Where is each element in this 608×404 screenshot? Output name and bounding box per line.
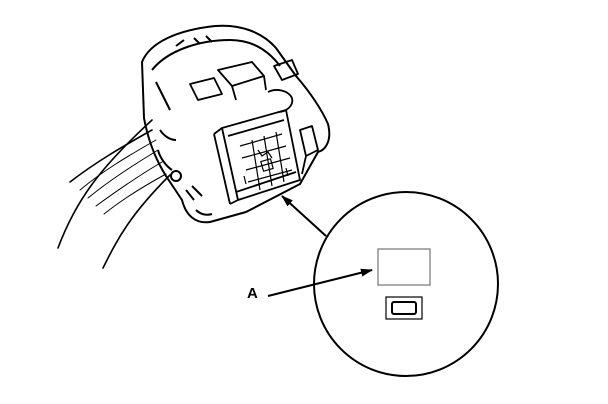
connector-lock-tab (189, 59, 299, 113)
detail-circle (313, 191, 499, 377)
connector-housing (141, 24, 331, 224)
marker-square-a (377, 248, 431, 286)
connector-terminal-face (213, 109, 319, 205)
callout-label-a: A (247, 285, 258, 302)
callout-a-arrow (267, 268, 373, 297)
detail-pointer-arrow (281, 195, 327, 237)
wire-harness (57, 119, 171, 269)
